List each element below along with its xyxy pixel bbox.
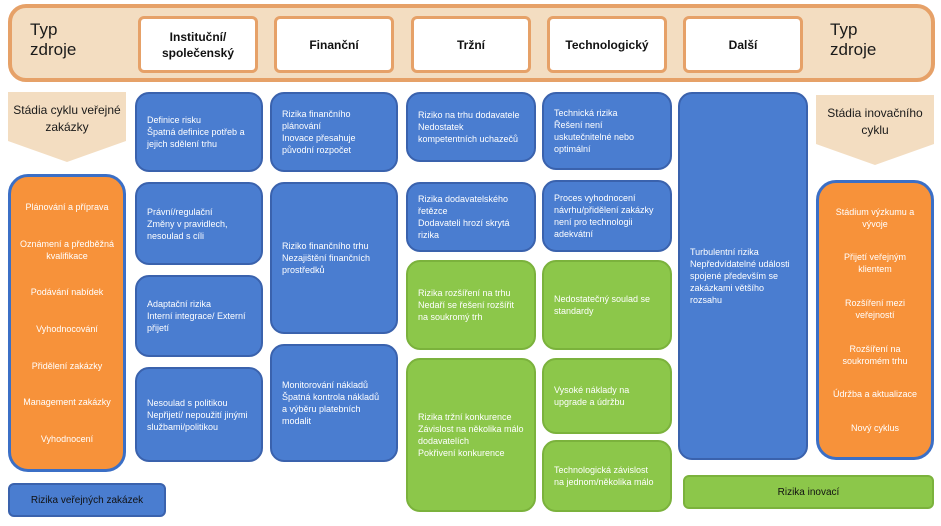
risk-box-tech-4: Vysoké náklady na upgrade a údržbu <box>542 358 672 434</box>
list-item: Management zakázky <box>23 397 111 408</box>
list-item: Oznámení a předběžná kvalifikace <box>19 238 115 261</box>
legend-innovation-risks: Rizika inovací <box>683 475 934 509</box>
list-item: Podávání nabídek <box>30 287 104 298</box>
risk-box-financial-2: Riziko finančního trhu Nezajištění finan… <box>270 182 398 334</box>
risk-detail: Dodavateli hrozí skrytá rizika <box>418 218 510 240</box>
risk-title: Definice risku <box>147 115 202 125</box>
risk-title: Rizika rozšíření na trhu <box>418 288 511 298</box>
risk-box-financial-1: Rizika finančního plánování Inovace přes… <box>270 92 398 172</box>
risk-detail: Špatná kontrola nákladů a výběru platebn… <box>282 392 380 426</box>
risk-box-institutional-4: Nesoulad s politikou Nepřijetí/ nepoužit… <box>135 367 263 462</box>
risk-box-market-1: Riziko na trhu dodavatele Nedostatek kom… <box>406 92 536 162</box>
list-item: Vyhodnocování <box>36 323 98 334</box>
source-type-label-left: Typ zdroje <box>30 20 77 59</box>
risk-box-institutional-1: Definice risku Špatná definice potřeb a … <box>135 92 263 172</box>
risk-box-market-2: Rizika dodavatelského řetězce Dodavateli… <box>406 182 536 252</box>
risk-title: Technologická závislost na jednom/několi… <box>554 465 654 487</box>
risk-title: Adaptační rizika <box>147 299 212 309</box>
risk-detail: Nedaří se řešení rozšířit na soukromý tr… <box>418 300 515 322</box>
risk-box-other: Turbulentní rizika Nepředvídatelné událo… <box>678 92 808 460</box>
risk-title: Vysoké náklady na upgrade a údržbu <box>554 385 630 407</box>
risk-title: Nesoulad s politikou <box>147 397 228 408</box>
risk-detail: Změny v pravidlech, nesoulad s cíli <box>147 218 228 241</box>
risk-title: Rizika tržní konkurence <box>418 412 512 422</box>
source-institutional: Instituční/ společenský <box>138 16 258 73</box>
procurement-stages-arrow: Stádia cyklu veřejné zakázky <box>8 92 126 162</box>
legend-label: Rizika veřejných zakázek <box>30 494 144 506</box>
risk-detail: Pokřivení konkurence <box>418 448 505 458</box>
list-item: Údržba a aktualizace <box>832 389 918 400</box>
risk-box-tech-3: Nedostatečný soulad se standardy <box>542 260 672 350</box>
list-item: Rozšíření mezi veřejností <box>844 298 906 321</box>
risk-title: Proces vyhodnocení návrhu/přidělení zaká… <box>554 193 654 239</box>
risk-detail: Nepředvídatelné události spojené předevš… <box>690 259 790 305</box>
source-other: Další <box>683 16 803 73</box>
risk-title: Turbulentní rizika <box>690 247 759 257</box>
list-item: Přijetí veřejným klientem <box>843 252 906 275</box>
list-item: Nový cyklus <box>850 423 899 434</box>
list-item: Stádium výzkumu a vývoje <box>835 206 915 229</box>
risk-detail: Řešení není uskutečnitelné nebo optimáln… <box>554 120 635 154</box>
risk-title: Nedostatečný soulad se standardy <box>554 294 651 316</box>
risk-box-tech-2: Proces vyhodnocení návrhu/přidělení zaká… <box>542 180 672 252</box>
source-financial: Finanční <box>274 16 394 73</box>
risk-title: Monitorování nákladů <box>282 380 369 390</box>
risk-detail: Závislost na několika málo dodavatelích <box>418 424 524 446</box>
innovation-stages-title: Stádia inovačního cyklu <box>827 106 923 137</box>
risk-title: Právní/regulační <box>147 206 213 217</box>
risk-title: Riziko finančního trhu <box>282 241 369 251</box>
risk-title: Rizika finančního plánování <box>282 109 351 131</box>
list-item: Vyhodnocení <box>40 433 94 444</box>
risk-detail: Interní integrace/ Externí přijetí <box>147 311 246 333</box>
list-item: Plánování a příprava <box>25 202 109 213</box>
list-item: Rozšíření na soukromém trhu <box>842 343 908 366</box>
procurement-stages-title: Stádia cyklu veřejné zakázky <box>13 103 121 134</box>
legend-procurement-risks: Rizika veřejných zakázek <box>8 483 166 517</box>
list-item: Přidělení zakázky <box>31 360 103 371</box>
source-market: Tržní <box>411 16 531 73</box>
risk-box-tech-1: Technická rizika Řešení není uskutečnite… <box>542 92 672 170</box>
source-type-label-right: Typ zdroje <box>830 20 877 59</box>
risk-detail: Nepřijetí/ nepoužití jinými službami/pol… <box>147 409 248 432</box>
risk-title: Riziko na trhu dodavatele <box>418 110 520 120</box>
innovation-stages-list: Stádium výzkumu a vývoje Přijetí veřejný… <box>816 180 934 460</box>
legend-label: Rizika inovací <box>777 486 840 498</box>
risk-detail: Inovace přesahuje původní rozpočet <box>282 133 356 155</box>
risk-box-tech-5: Technologická závislost na jednom/několi… <box>542 440 672 512</box>
risk-box-market-3: Rizika rozšíření na trhu Nedaří se řešen… <box>406 260 536 350</box>
risk-title: Technická rizika <box>554 108 618 118</box>
source-technological: Technologický <box>547 16 667 73</box>
risk-box-market-4: Rizika tržní konkurence Závislost na něk… <box>406 358 536 512</box>
innovation-stages-arrow: Stádia inovačního cyklu <box>816 95 934 165</box>
risk-detail: Nezajištění finančních prostředků <box>282 253 371 275</box>
risk-box-institutional-3: Adaptační rizika Interní integrace/ Exte… <box>135 275 263 357</box>
risk-detail: Špatná definice potřeb a jejich sdělení … <box>147 127 245 149</box>
risk-box-financial-3: Monitorování nákladů Špatná kontrola nák… <box>270 344 398 462</box>
risk-box-institutional-2: Právní/regulační Změny v pravidlech, nes… <box>135 182 263 265</box>
risk-detail: Nedostatek kompetentních uchazečů <box>418 122 519 144</box>
procurement-stages-list: Plánování a příprava Oznámení a předběžn… <box>8 174 126 472</box>
risk-title: Rizika dodavatelského řetězce <box>418 194 509 216</box>
